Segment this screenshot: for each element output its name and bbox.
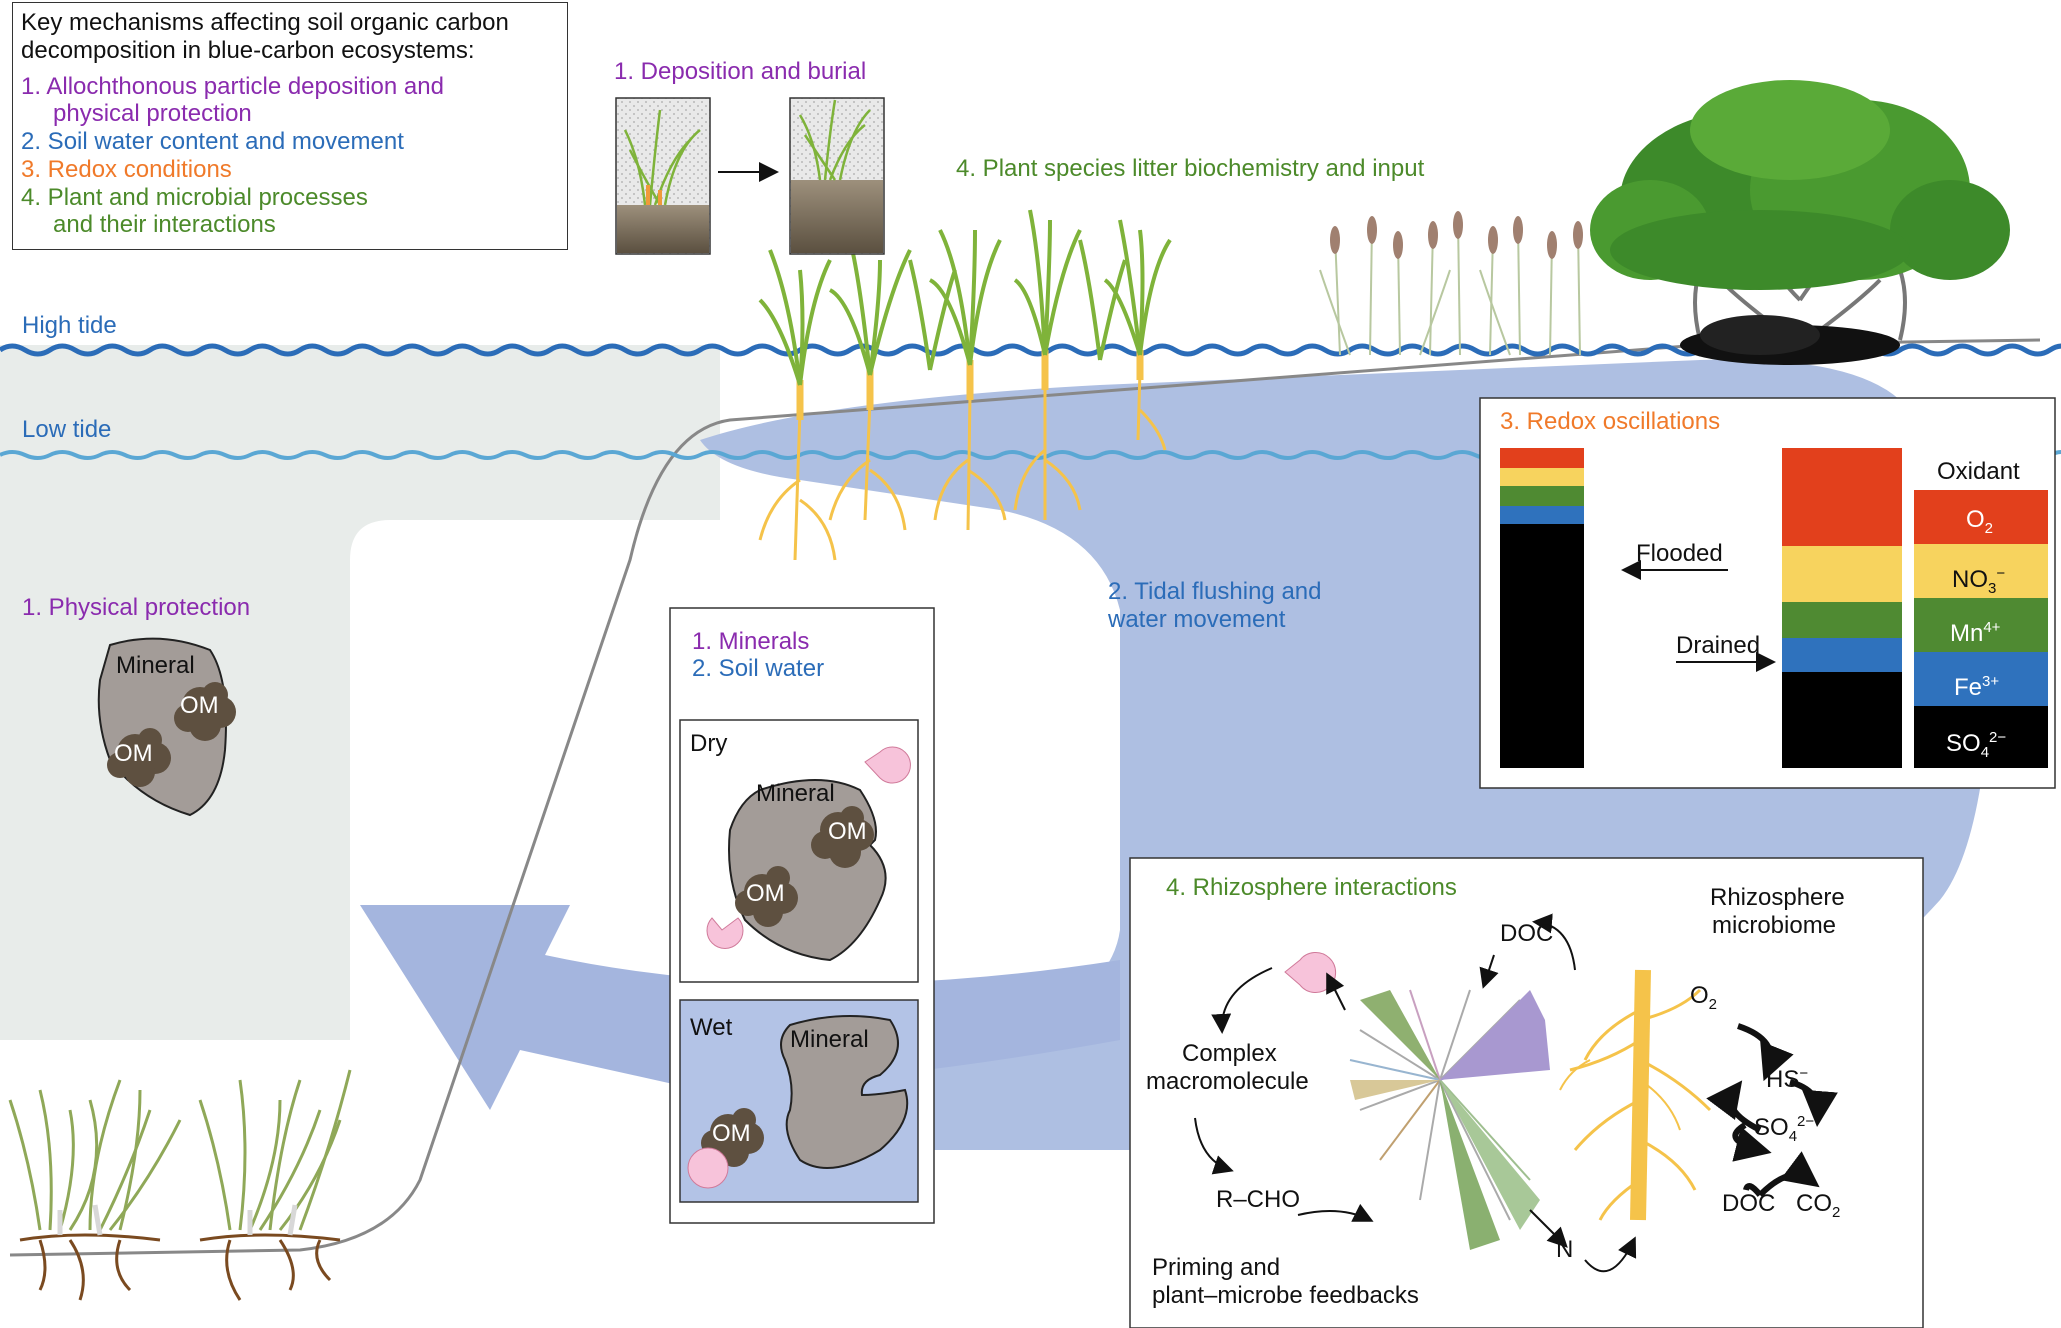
priming-line1: Priming and	[1152, 1254, 1281, 1281]
tidal-flushing-line2: water movement	[1108, 606, 1286, 633]
oxidant-fe: Fe3+	[1954, 673, 2000, 701]
oxidant-mn: Mn4+	[1950, 619, 2001, 647]
oxidant-no3: NO3−	[1952, 565, 2006, 597]
seagrass-plants	[8, 1069, 352, 1301]
physical-om-label-2: OM	[114, 740, 153, 767]
mangrove-tree	[1590, 80, 2010, 365]
physical-protection-mineral	[97, 637, 236, 817]
oxidant-o2: O2	[1966, 506, 1994, 537]
doc-label: DOC	[1500, 920, 1554, 947]
wet-om-label: OM	[712, 1120, 751, 1147]
seed-heads	[1330, 211, 1583, 259]
complex-line2: macromolecule	[1146, 1068, 1309, 1095]
dry-mineral-label: Mineral	[756, 780, 835, 807]
high-tide-label: High tide	[22, 312, 117, 339]
legend-title-line2: decomposition in blue-carbon ecosystems:	[21, 37, 475, 64]
physical-mineral-label: Mineral	[116, 652, 195, 679]
marsh-plants	[758, 209, 1172, 561]
legend-item4-line2: and their interactions	[53, 211, 276, 238]
deposition-panel-before	[615, 97, 711, 255]
rhizo-so4-label: SO42−	[1754, 1113, 1815, 1145]
soil-surface-line	[9, 338, 2041, 1257]
litter-label: 4. Plant species litter biochemistry and…	[956, 155, 1425, 182]
legend-item1-line2: physical protection	[53, 100, 252, 127]
physical-protection-label: 1. Physical protection	[22, 594, 251, 621]
legend-box: Key mechanisms affecting soil organic ca…	[12, 2, 568, 250]
legend-item3: 3. Redox conditions	[21, 156, 232, 183]
deposition-panel-after	[789, 97, 885, 255]
n-label: N	[1556, 1236, 1574, 1263]
rhizo-co2-label: CO2	[1796, 1190, 1841, 1221]
flooded-label: Flooded	[1636, 540, 1723, 567]
legend-title-line1: Key mechanisms affecting soil organic ca…	[21, 9, 509, 36]
low-tide-label: Low tide	[22, 416, 112, 443]
soil-water-title: 2. Soil water	[692, 655, 825, 682]
left-marsh-area	[0, 345, 720, 1040]
rhizo-title: 4. Rhizosphere interactions	[1166, 874, 1457, 901]
seed-grass	[1319, 219, 1581, 356]
minerals-title: 1. Minerals	[692, 628, 810, 655]
drained-label: Drained	[1676, 632, 1761, 659]
redox-panel	[1479, 397, 2056, 789]
complex-line1: Complex	[1182, 1040, 1277, 1067]
priming-line2: plant–microbe feedbacks	[1152, 1282, 1419, 1309]
rhizo-hs-label: HS−	[1766, 1065, 1809, 1093]
microbiome-line2: microbiome	[1712, 912, 1837, 939]
oxidant-so4: SO42−	[1946, 729, 2007, 761]
deposition-label: 1. Deposition and burial	[614, 58, 867, 85]
dry-om-label-1: OM	[828, 818, 867, 845]
tidal-flushing-line1: 2. Tidal flushing and	[1108, 578, 1322, 605]
wet-mineral-label: Mineral	[790, 1026, 869, 1053]
dry-label: Dry	[690, 730, 728, 757]
redox-title: 3. Redox oscillations	[1500, 408, 1721, 435]
rhizo-doc2-label: DOC	[1722, 1190, 1776, 1217]
oxidant-label: Oxidant	[1937, 458, 2020, 485]
legend-item4-line1: 4. Plant and microbial processes	[21, 184, 368, 211]
microbiome-line1: Rhizosphere	[1710, 884, 1845, 911]
dry-om-label-2: OM	[746, 880, 785, 907]
physical-om-label-1: OM	[180, 692, 219, 719]
legend-item1-line1: 1. Allochthonous particle deposition and	[21, 73, 444, 100]
rcho-label: R–CHO	[1216, 1186, 1301, 1213]
wet-label: Wet	[690, 1014, 733, 1041]
minerals-panel	[669, 607, 935, 1224]
rhizosphere-panel	[1129, 857, 1924, 1328]
rhizo-o2-label: O2	[1690, 982, 1718, 1013]
legend-item2: 2. Soil water content and movement	[21, 128, 404, 155]
